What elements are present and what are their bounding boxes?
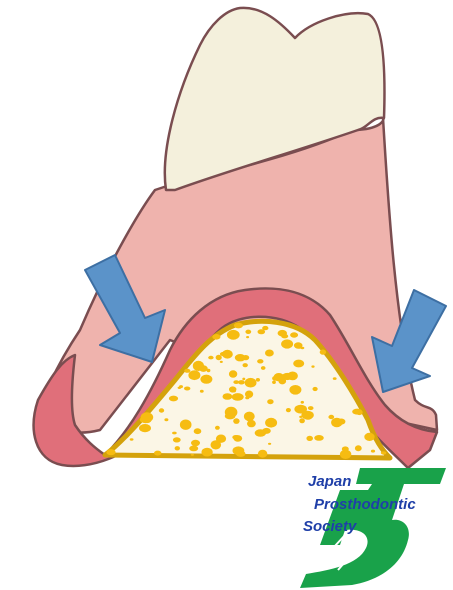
bone-dot: [286, 408, 291, 412]
bone-dot: [256, 378, 260, 382]
bone-dot: [262, 428, 271, 434]
bone-dot: [216, 435, 226, 443]
bone-dot: [235, 354, 246, 361]
bone-dot: [247, 420, 256, 427]
bone-dot: [189, 446, 198, 452]
bone-dot: [244, 412, 255, 422]
bone-dot: [191, 440, 200, 446]
bone-dot: [272, 381, 276, 384]
bone-dot: [306, 436, 313, 441]
bone-dot: [178, 387, 182, 389]
bone-dot: [154, 451, 161, 456]
bone-dot: [175, 446, 180, 450]
bone-dot: [164, 418, 168, 421]
bone-dot: [222, 350, 233, 359]
logo-line-japan: Japan: [308, 473, 351, 490]
bone-dot: [159, 408, 164, 412]
bone-dot: [320, 350, 326, 355]
bone-dot: [233, 418, 239, 424]
bone-dot: [106, 449, 115, 455]
logo-line-society: Society: [303, 518, 357, 535]
bone-dot: [364, 433, 374, 441]
bone-dot: [245, 330, 251, 334]
bone-dot: [234, 323, 243, 329]
bone-dot: [173, 437, 181, 442]
bone-dot: [301, 411, 313, 420]
bone-dot: [169, 396, 178, 402]
bone-dot: [352, 409, 362, 415]
bone-dot: [342, 446, 349, 451]
bone-dot: [246, 336, 249, 338]
bone-dot: [232, 435, 239, 440]
bone-dot: [258, 329, 266, 334]
bone-dot: [243, 363, 248, 367]
logo-line-prosthodontic: Prosthodontic: [314, 496, 416, 513]
bone-dot: [278, 330, 287, 337]
bone-dot: [293, 360, 304, 368]
bone-dot: [212, 334, 220, 340]
bone-dot: [229, 386, 236, 392]
bone-dot: [242, 378, 245, 381]
bone-dot: [238, 380, 245, 384]
bone-dot: [311, 365, 314, 367]
bone-dot: [245, 391, 253, 398]
bone-dot: [141, 412, 154, 422]
bone-dot: [282, 373, 293, 380]
bone-dot: [258, 450, 267, 458]
bone-dot: [202, 448, 213, 457]
bone-dot: [180, 420, 192, 430]
bone-dot: [184, 387, 190, 391]
bone-dot: [328, 415, 334, 419]
bone-dot: [225, 413, 236, 420]
bone-dot: [313, 387, 318, 391]
bone-dot: [290, 332, 298, 337]
bone-dot: [371, 450, 375, 453]
bone-dot: [208, 356, 213, 360]
bone-dot: [139, 424, 151, 432]
bone-dot: [194, 428, 202, 434]
bone-dot: [172, 432, 177, 435]
bone-dot: [223, 393, 233, 400]
bone-dot: [355, 445, 362, 451]
bone-dot: [299, 418, 305, 423]
bone-dot: [257, 359, 263, 363]
bone-dot: [268, 443, 271, 445]
bone-dot: [265, 350, 274, 357]
bone-dot: [236, 451, 246, 457]
bone-dot: [301, 347, 305, 349]
bone-dot: [184, 369, 190, 373]
bone-dot: [193, 361, 204, 371]
bone-dot: [229, 370, 237, 377]
bone-dot: [220, 361, 223, 363]
bone-dot: [200, 390, 204, 393]
jps-logo: Japan Prosthodontic Society: [300, 468, 446, 588]
bone-dot: [227, 330, 240, 340]
bone-dot: [216, 355, 222, 360]
bone-dot: [331, 418, 342, 427]
bone-dot: [130, 438, 134, 440]
bone-dot: [191, 454, 194, 456]
bone-dot: [281, 339, 293, 348]
bone-dot: [301, 401, 304, 404]
bone-dot: [265, 418, 277, 428]
bone-dot: [233, 395, 236, 398]
bone-dot: [267, 399, 273, 404]
bone-dot: [381, 451, 387, 454]
bone-dot: [215, 426, 220, 430]
bone-dot: [245, 378, 257, 388]
bone-dot: [289, 385, 301, 395]
bone-dot: [188, 370, 200, 380]
bone-dot: [261, 366, 266, 370]
bone-dot: [333, 377, 337, 380]
bone-dot: [200, 375, 212, 384]
bone-dot: [314, 435, 324, 441]
bone-dot: [308, 406, 314, 410]
